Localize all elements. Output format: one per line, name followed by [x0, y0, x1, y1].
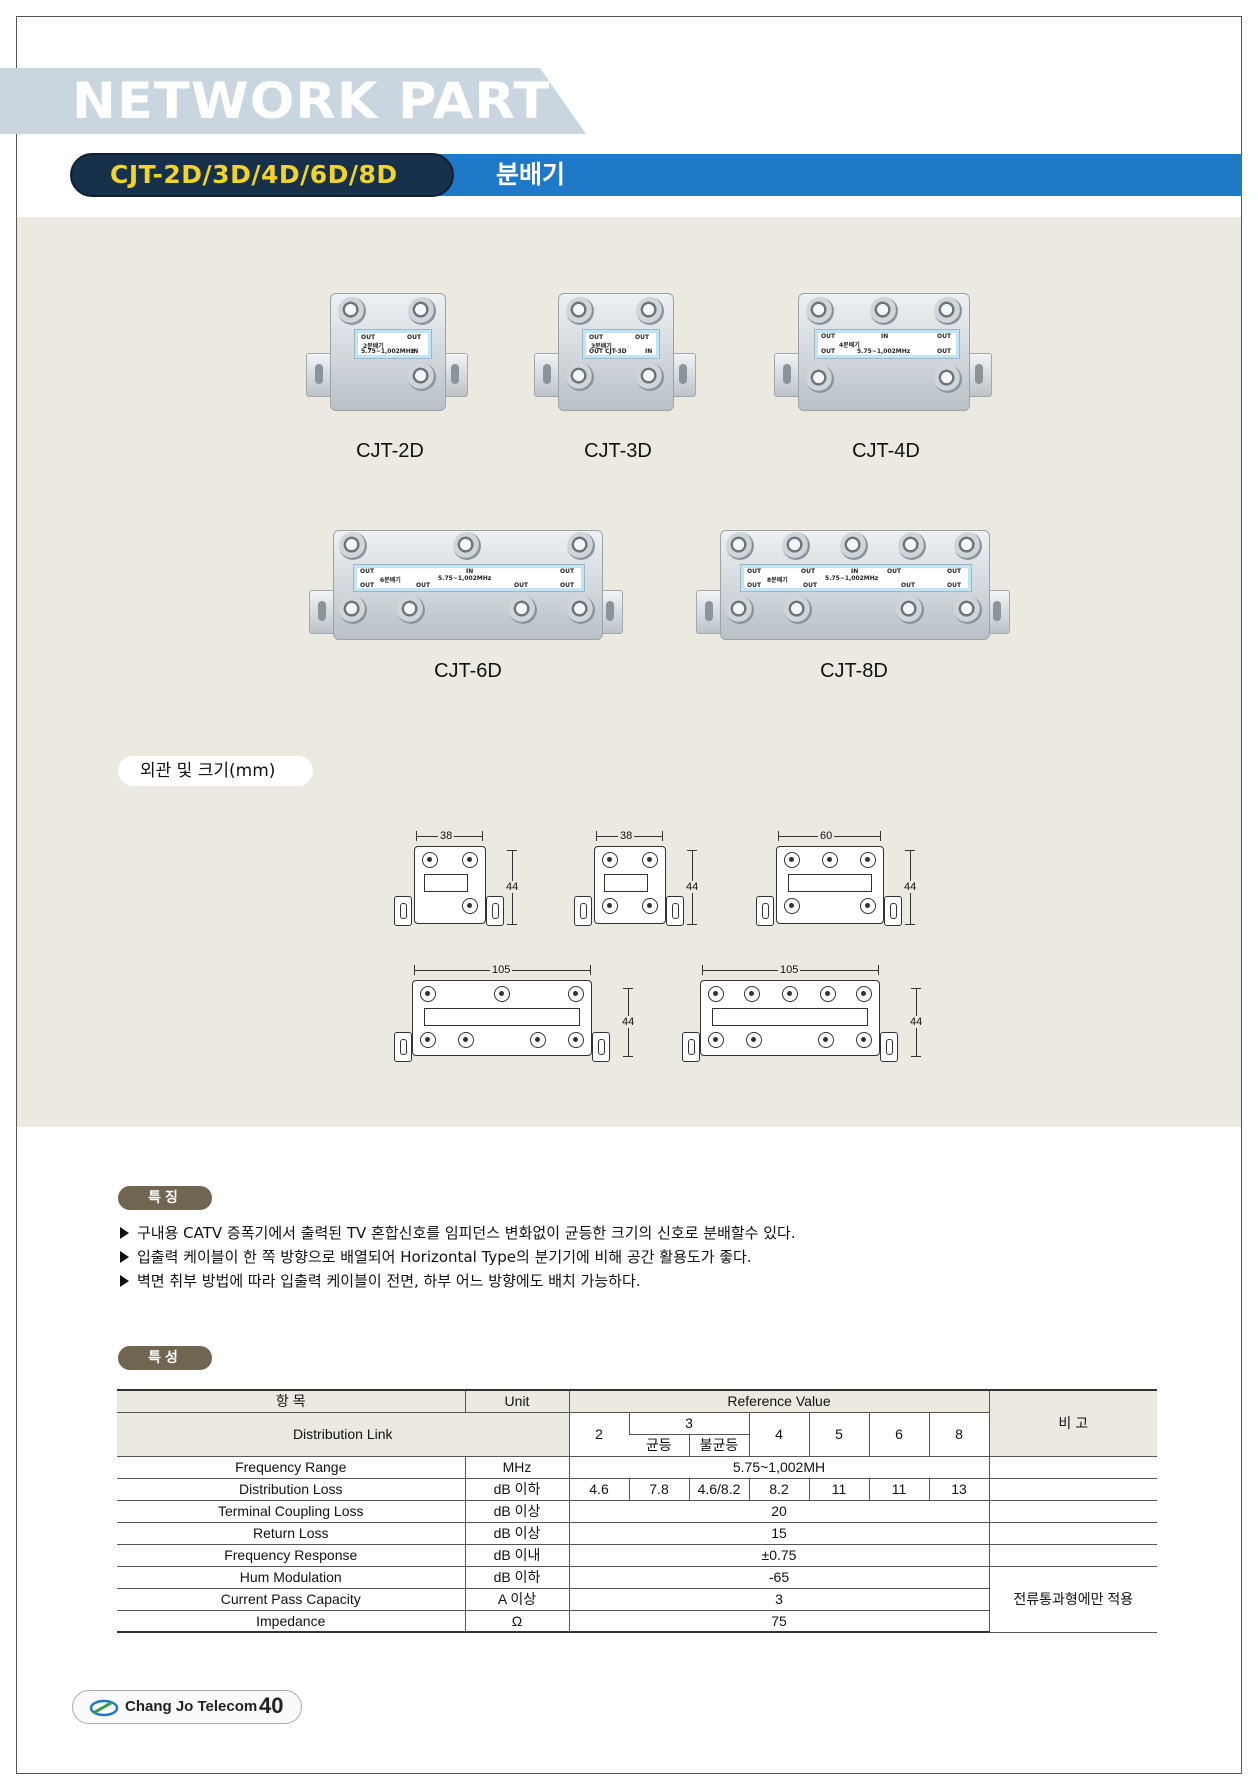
- feature-item: 입출력 케이블이 한 쪽 방향으로 배열되어 Horizontal Type의 …: [120, 1246, 752, 1268]
- height-label: 44: [620, 1016, 637, 1028]
- width-label: 38: [438, 830, 455, 842]
- product-photo-cjt-6d: OUT IN OUT 6분배기 5.75~1,002MHz OUT OUT OU…: [305, 520, 631, 660]
- features-tag: 특징: [118, 1186, 212, 1210]
- dimension-drawing-cjt-2d: 38 44: [390, 826, 530, 936]
- dimension-drawing-cjt-6d: 105 44: [392, 960, 642, 1070]
- company-logo-icon: [89, 1699, 119, 1717]
- dimension-drawing-cjt-4d: 60 44: [752, 826, 922, 936]
- width-label: 38: [618, 830, 635, 842]
- table-header-row: Distribution Link 2 3 4 5 6 8: [117, 1412, 1157, 1457]
- product-name-cjt-4d: CJT-4D: [852, 440, 920, 462]
- product-name-cjt-8d: CJT-8D: [820, 660, 888, 682]
- height-label: 44: [684, 881, 701, 893]
- width-label: 105: [778, 964, 801, 976]
- section-band: [0, 68, 586, 134]
- triangle-bullet-icon: [120, 1275, 129, 1287]
- product-category: 분배기: [496, 160, 566, 189]
- width-label: 105: [490, 964, 513, 976]
- product-photo-cjt-4d: OUT IN OUT 4분배기 OUT 5.75~1,002MHz OUT: [770, 283, 1000, 423]
- header-reference: Reference Value: [568, 1389, 989, 1413]
- triangle-bullet-icon: [120, 1251, 129, 1263]
- triangle-bullet-icon: [120, 1227, 129, 1239]
- dimension-drawing-cjt-3d: 38 44: [570, 826, 710, 936]
- feature-item: 벽면 취부 방법에 따라 입출력 케이블이 전면, 하부 어느 방향에도 배치 …: [120, 1270, 641, 1292]
- header-unit: Unit: [464, 1389, 569, 1413]
- title-bar: [420, 154, 1242, 196]
- dimension-drawing-cjt-8d: 105 44: [680, 960, 930, 1070]
- height-label: 44: [908, 1016, 925, 1028]
- product-name-cjt-3d: CJT-3D: [584, 440, 652, 462]
- height-label: 44: [902, 881, 919, 893]
- table-header-row: 항 목 Unit Reference Value 비 고: [117, 1389, 1157, 1457]
- header-item: 항 목: [117, 1389, 465, 1413]
- product-photo-cjt-2d: OUT OUT 2분배기 5.75~1,002MHz IN: [300, 283, 480, 423]
- dimensions-section-label: 외관 및 크기(mm): [118, 756, 313, 786]
- product-photo-cjt-3d: OUT OUT 3분배기 OUT CJT-3D IN: [528, 283, 708, 423]
- feature-item: 구내용 CATV 증폭기에서 출력된 TV 혼합신호를 임피던스 변화없이 균등…: [120, 1222, 796, 1244]
- header-remark: 비 고: [988, 1389, 1157, 1457]
- spec-table: 항 목 Unit Reference Value 비 고 Distributio…: [117, 1389, 1157, 1633]
- table-header-row: 균등 불균등: [117, 1434, 1157, 1457]
- model-pill: [70, 153, 454, 197]
- product-name-cjt-6d: CJT-6D: [434, 660, 502, 682]
- width-label: 60: [818, 830, 835, 842]
- footer-badge: Chang Jo Telecom 40: [72, 1690, 302, 1724]
- header-distribution-link: Distribution Link: [117, 1412, 569, 1457]
- model-line: CJT-2D/3D/4D/6D/8D: [110, 160, 398, 189]
- page-number: 40: [259, 1693, 284, 1718]
- remark-current-pass: 전류통과형에만 적용: [988, 1566, 1157, 1633]
- product-name-cjt-2d: CJT-2D: [356, 440, 424, 462]
- specs-tag: 특성: [118, 1346, 212, 1370]
- height-label: 44: [504, 881, 521, 893]
- section-title: NETWORK PART: [72, 72, 551, 130]
- company-name: Chang Jo Telecom: [125, 1698, 258, 1715]
- product-photo-cjt-8d: OUT OUT IN OUT OUT 8분배기 5.75~1,002MHz OU…: [692, 520, 1018, 660]
